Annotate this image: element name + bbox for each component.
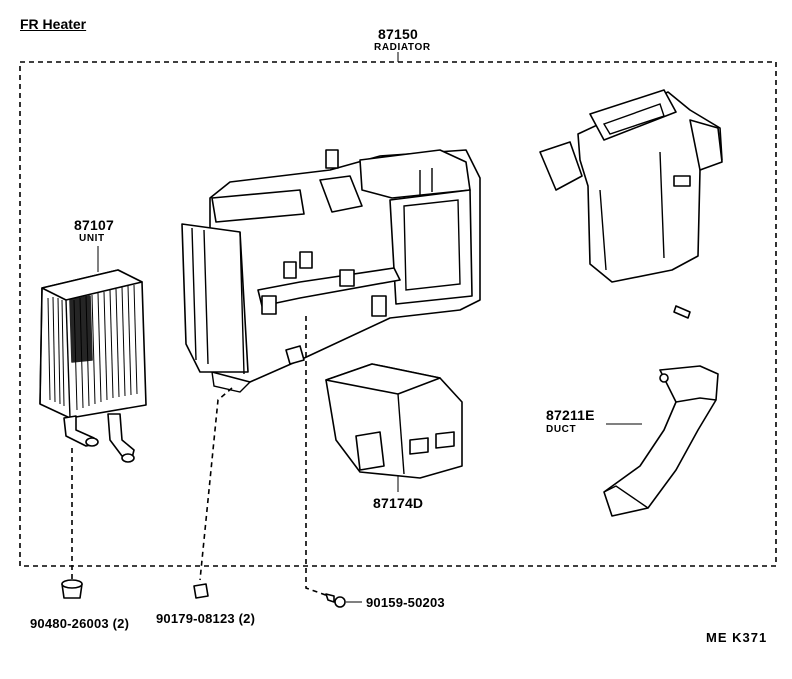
screw-drawing <box>325 593 346 608</box>
clip-part-number: 90179-08123 (2) <box>156 611 256 626</box>
unit-part-name: UNIT <box>79 233 105 244</box>
unit-part-number: 87107 <box>74 217 114 233</box>
lower-case-drawing <box>325 363 463 479</box>
grommet-drawing <box>61 579 83 599</box>
heater-case-drawing <box>181 149 481 393</box>
screw-dashed-leader <box>305 316 335 599</box>
diagram-title: FR Heater <box>20 16 87 32</box>
heater-core-drawing <box>39 269 147 463</box>
duct-drawing <box>603 365 719 517</box>
clip-dashed-leader <box>199 387 233 581</box>
screw-part-number: 90159-50203 <box>366 595 445 610</box>
radiator-part-name: RADIATOR <box>374 42 431 53</box>
diagram-code: ME K371 <box>706 630 768 645</box>
clip-drawing <box>193 583 209 599</box>
radiator-part-number: 87150 <box>378 26 418 42</box>
case-part-number: 87174D <box>373 495 424 511</box>
blower-housing-drawing <box>539 89 723 283</box>
duct-part-name: DUCT <box>546 424 577 435</box>
grommet-part-number: 90480-26003 (2) <box>30 616 130 631</box>
assembly-boundary <box>19 61 777 567</box>
small-screw-drawing <box>673 305 691 319</box>
duct-part-number: 87211E <box>546 407 595 423</box>
